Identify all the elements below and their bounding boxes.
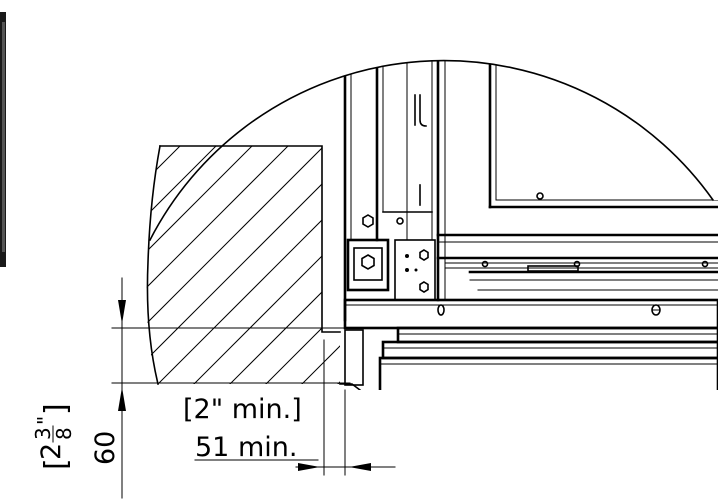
hatch-line [358, 140, 618, 400]
hatch-line [146, 146, 187, 384]
hatch-line [285, 146, 340, 384]
equipment-detail [339, 60, 718, 390]
hatch-line [321, 146, 340, 384]
hatch-line [146, 146, 340, 384]
vertical-fraction-label: [ 2 3 8 " ] [31, 403, 76, 470]
hatch-line [146, 146, 331, 384]
hatch-line [394, 140, 654, 400]
hatch-line [146, 146, 223, 384]
hatch-line [502, 140, 718, 400]
hatch-line [213, 146, 340, 384]
vertical-dimension-labels: 60 [90, 431, 121, 465]
fraction-whole: 2 [36, 443, 67, 460]
bracket-open: [ [39, 458, 74, 470]
inch-mark: " [33, 416, 57, 425]
left-edge-fragment [0, 12, 6, 267]
hatch-line [146, 146, 295, 384]
hatch-line [249, 146, 340, 384]
hatch-line [538, 140, 718, 400]
hatch-line [146, 146, 340, 384]
hatched-section [146, 140, 718, 400]
dimension-label-inches: [2" min.] [183, 394, 302, 425]
hatch-line [466, 140, 718, 400]
hatch-line [177, 146, 340, 384]
dimension-lines [111, 277, 466, 499]
fraction-numerator: 3 [31, 427, 55, 440]
hatch-line [146, 146, 151, 384]
fraction-denominator: 8 [52, 427, 76, 440]
vertical-label-mm: 60 [90, 431, 121, 465]
dimension-label-mm: 51 min. [195, 432, 297, 463]
bracket-close: ] [39, 403, 74, 415]
detail-circle-boundary [148, 59, 715, 242]
hatch-line [430, 140, 690, 400]
hatch-line [146, 146, 259, 384]
